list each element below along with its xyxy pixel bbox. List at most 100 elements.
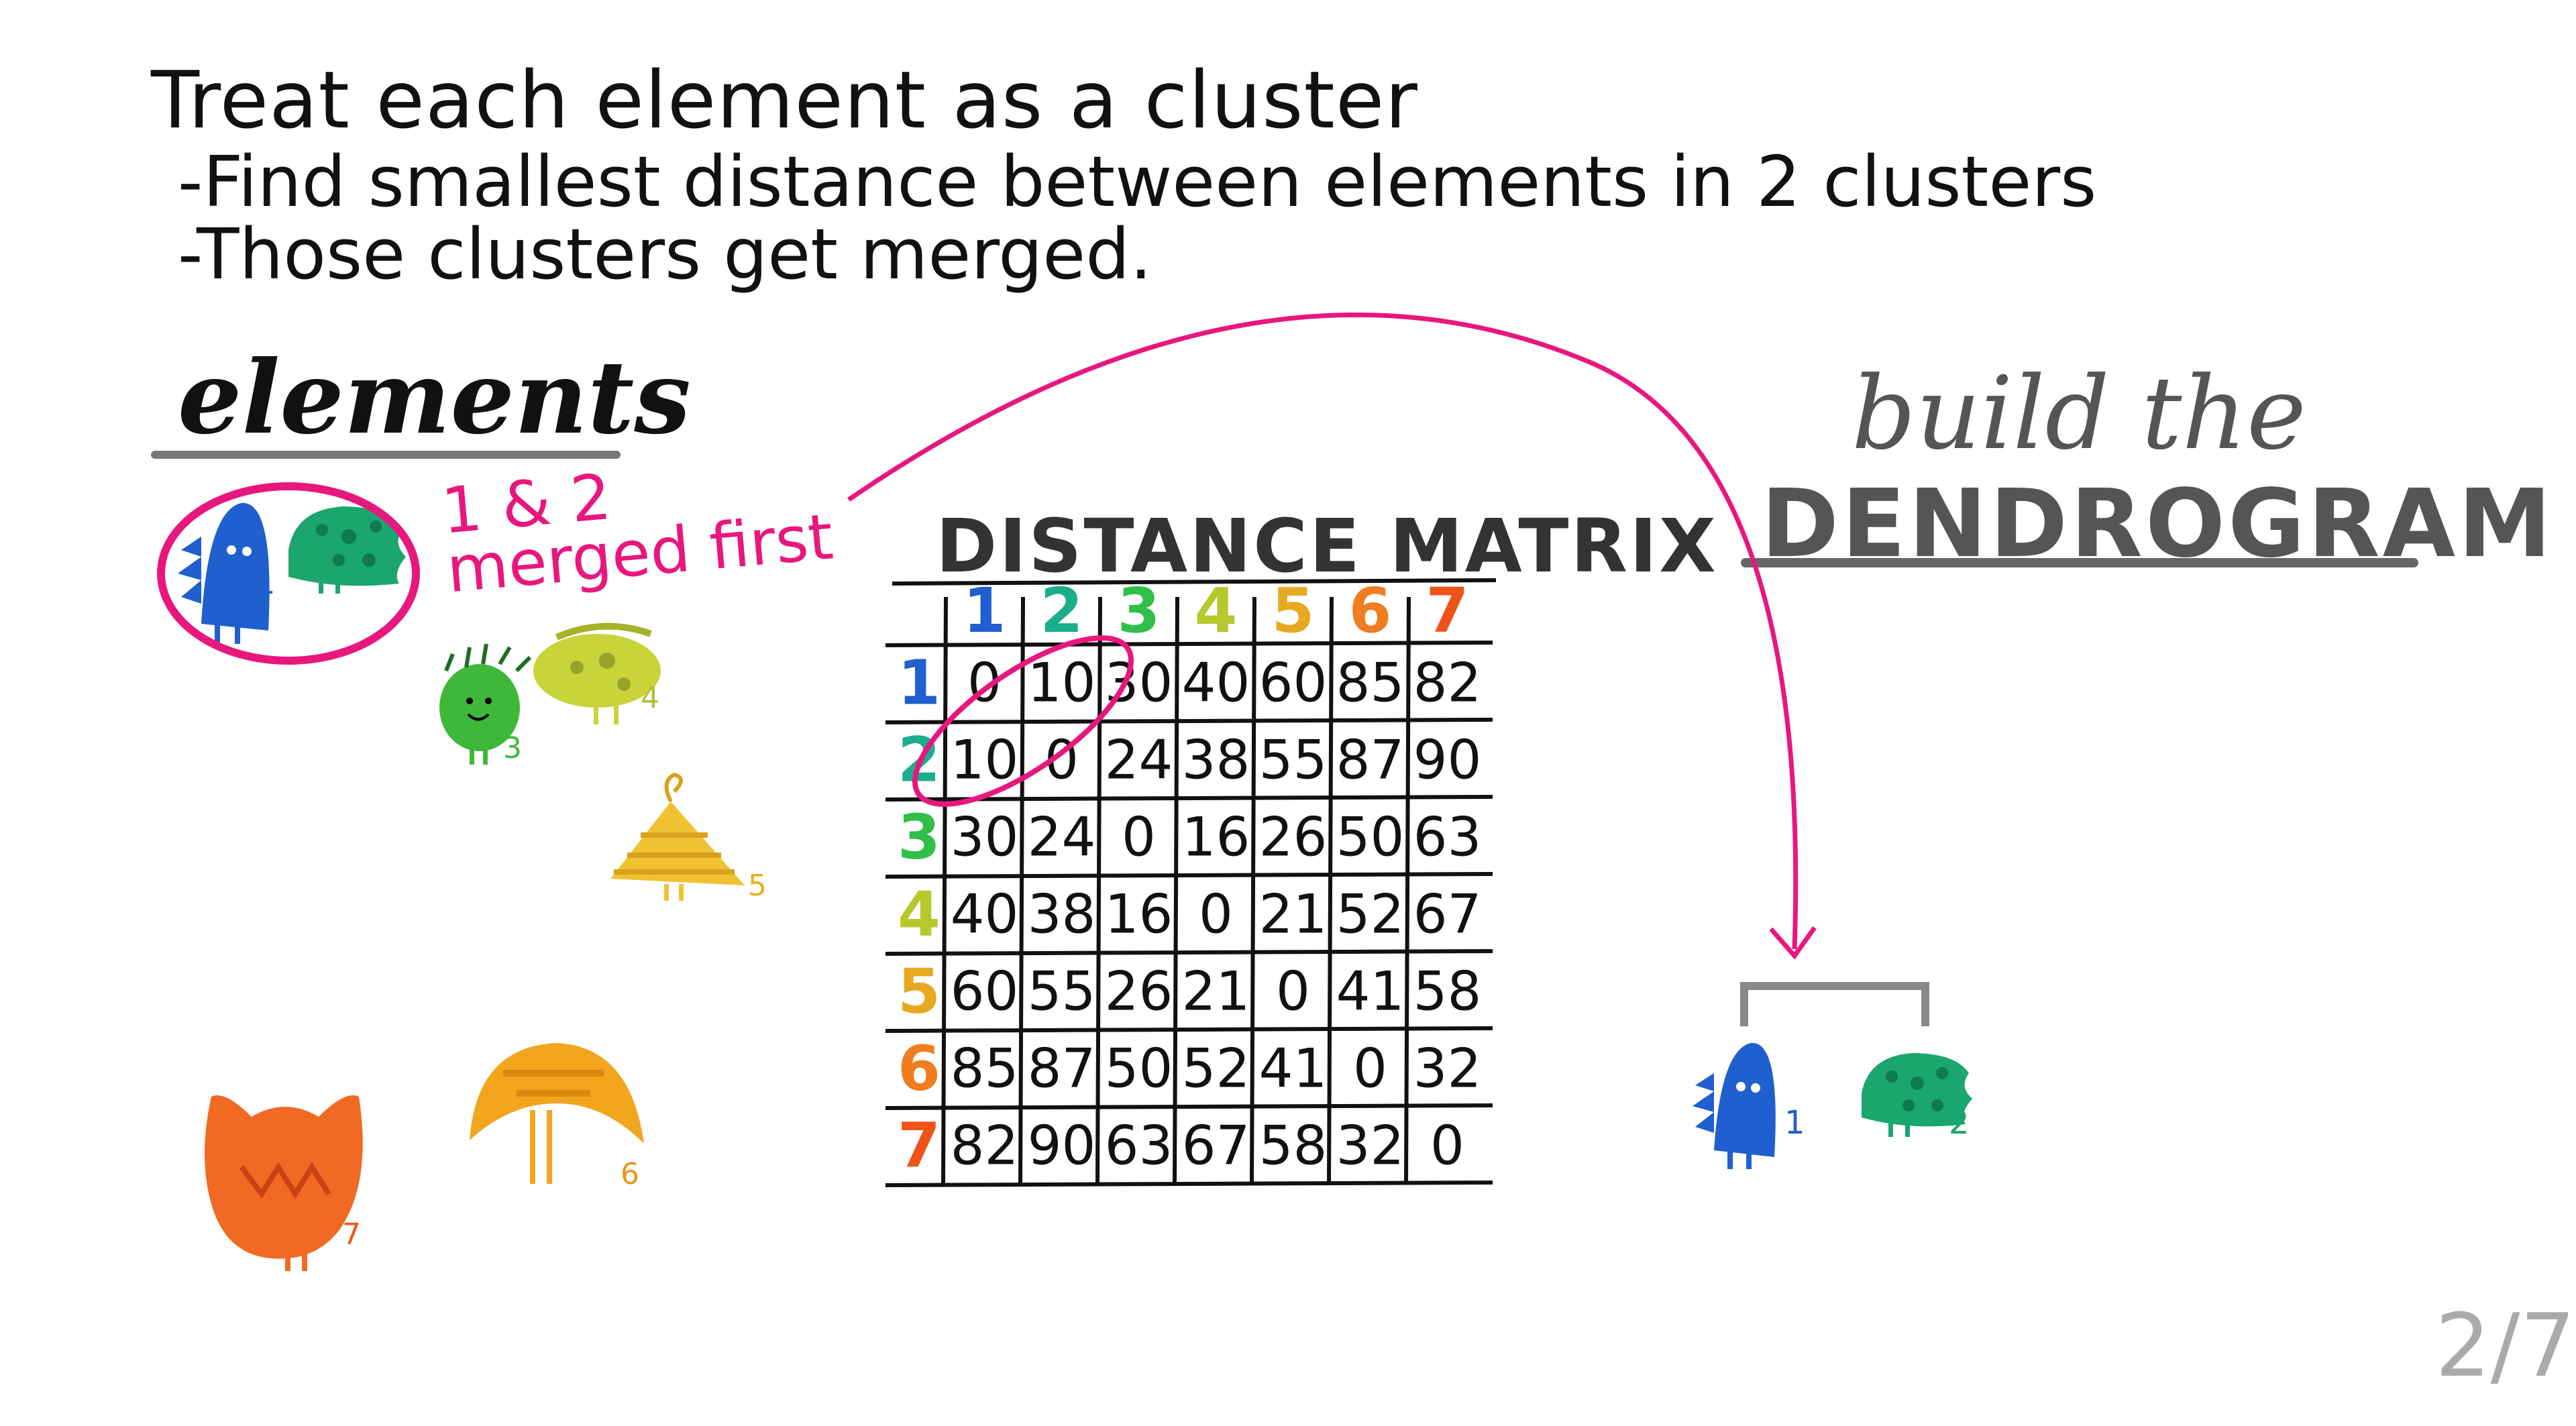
matrix-row-header: 4 [898, 879, 941, 950]
matrix-cell: 16 [1182, 806, 1250, 869]
matrix-column-header: 1 [963, 575, 1006, 647]
matrix-cell: 32 [1413, 1038, 1482, 1100]
matrix-cell: 41 [1336, 961, 1405, 1023]
heading: Treat each element as a cluster [151, 54, 1418, 146]
matrix-cell: 90 [1028, 1115, 1096, 1177]
elements-title: elements [178, 339, 691, 457]
matrix-row-line [885, 872, 1493, 879]
matrix-cell: 52 [1336, 883, 1405, 946]
dendrogram-creature-2-number: 2 [1949, 1104, 1970, 1142]
matrix-row-line [885, 1181, 1493, 1187]
matrix-cell: 67 [1413, 883, 1482, 946]
matrix-cell: 87 [1336, 729, 1405, 791]
matrix-cell: 90 [1413, 729, 1482, 791]
matrix-column-line [1404, 596, 1411, 1185]
creature-4-number: 4 [641, 681, 659, 715]
elements-underline [151, 451, 621, 459]
matrix-row-header: 6 [898, 1033, 941, 1105]
matrix-row-line [885, 795, 1493, 802]
dendrogram-creature-2 [1862, 1053, 1972, 1137]
matrix-cell: 24 [1105, 729, 1173, 791]
creature-3-number: 3 [503, 731, 522, 765]
creature-3 [439, 643, 532, 765]
matrix-row-line [885, 718, 1493, 724]
matrix-column-header: 2 [1040, 575, 1083, 647]
dendrogram-underline [1741, 558, 2418, 567]
dendrogram-creature-1-number: 1 [1784, 1104, 1805, 1142]
matrix-cell: 55 [1259, 729, 1328, 791]
matrix-column-line [1250, 596, 1256, 1185]
matrix-row-line [885, 1103, 1493, 1110]
creature-4 [533, 622, 661, 724]
matrix-cell: 60 [1259, 652, 1328, 714]
matrix-column-line [1173, 596, 1179, 1185]
matrix-cell: 55 [1028, 961, 1096, 1023]
matrix-cell: 26 [1105, 961, 1173, 1023]
matrix-cell: 63 [1105, 1115, 1173, 1177]
matrix-row-line [885, 641, 1493, 647]
creature-2 [288, 506, 406, 594]
matrix-cell: 87 [1028, 1038, 1096, 1100]
matrix-cell: 0 [1276, 961, 1310, 1023]
matrix-column-line [1095, 596, 1102, 1185]
matrix-cell: 58 [1413, 961, 1482, 1023]
dendrogram-creature-1 [1693, 1042, 1776, 1169]
matrix-cell: 10 [951, 729, 1019, 791]
matrix-cell: 32 [1336, 1115, 1405, 1177]
creature-6 [470, 1043, 644, 1184]
matrix-cell: 0 [1353, 1038, 1387, 1100]
matrix-row-line [885, 949, 1493, 956]
matrix-cell: 52 [1182, 1038, 1250, 1100]
matrix-cell: 30 [951, 806, 1019, 869]
matrix-cell: 58 [1259, 1115, 1328, 1177]
matrix-column-line [1327, 596, 1334, 1185]
creature-7-number: 7 [342, 1217, 361, 1252]
bullet-clusters-merged: -Those clusters get merged. [178, 213, 1152, 295]
matrix-cell: 0 [1430, 1115, 1464, 1177]
matrix-row-header: 7 [898, 1110, 941, 1182]
merge-arrow [847, 312, 1799, 950]
matrix-cell: 40 [951, 883, 1019, 946]
matrix-cell: 63 [1413, 806, 1482, 869]
matrix-cell: 24 [1028, 806, 1096, 869]
matrix-cell: 30 [1105, 652, 1173, 714]
matrix-cell: 26 [1259, 806, 1328, 869]
matrix-cell: 0 [1199, 883, 1233, 946]
creature-2-number: 2 [372, 544, 393, 582]
matrix-column-header: 6 [1348, 575, 1391, 647]
matrix-cell: 10 [1028, 652, 1096, 714]
dendrogram-bracket [1740, 982, 1929, 1026]
creature-1 [178, 502, 270, 644]
creature-5-number: 5 [748, 869, 767, 903]
bullet-smallest-distance: -Find smallest distance between elements… [178, 141, 2097, 223]
matrix-row-header: 5 [898, 956, 941, 1028]
matrix-cell: 67 [1182, 1115, 1250, 1177]
matrix-column-header: 7 [1426, 575, 1468, 647]
matrix-column-header: 4 [1194, 575, 1237, 647]
smallest-distance-highlight [912, 635, 1134, 807]
matrix-row-header: 3 [898, 802, 941, 873]
build-the-title: build the [1851, 355, 2306, 472]
matrix-cell: 50 [1105, 1038, 1173, 1100]
creature-5 [610, 772, 745, 901]
matrix-cell: 85 [1336, 652, 1405, 714]
matrix-column-line [1018, 596, 1025, 1185]
matrix-cell: 40 [1182, 652, 1250, 714]
matrix-cell: 50 [1336, 806, 1405, 869]
matrix-column-line [941, 596, 948, 1185]
creature-6-number: 6 [621, 1157, 639, 1191]
matrix-cell: 16 [1105, 883, 1173, 946]
matrix-row-line [885, 1026, 1493, 1033]
creature-7 [205, 1095, 363, 1271]
matrix-cell: 41 [1259, 1038, 1328, 1100]
matrix-top-line [892, 578, 1496, 586]
matrix-cell: 38 [1028, 883, 1096, 946]
matrix-cell: 60 [951, 961, 1019, 1023]
matrix-cell: 85 [951, 1038, 1019, 1100]
matrix-cell: 0 [1122, 806, 1156, 869]
matrix-cell: 38 [1182, 729, 1250, 791]
matrix-column-header: 3 [1117, 575, 1160, 647]
